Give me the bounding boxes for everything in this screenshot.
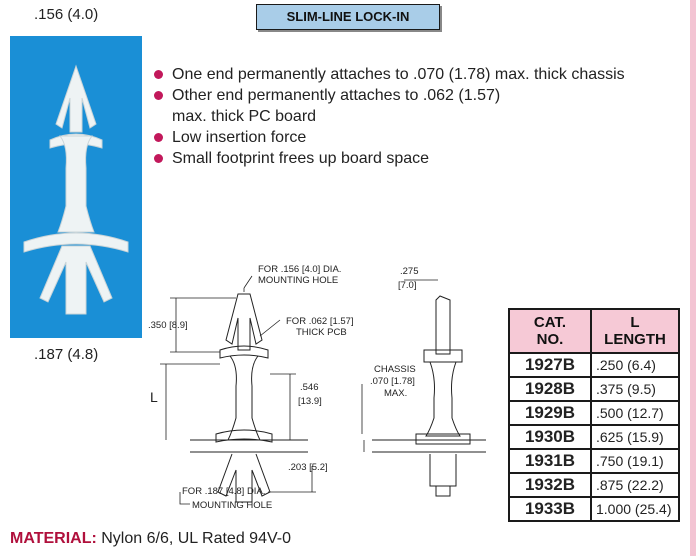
dim-275-label-b: [7.0] bbox=[398, 280, 417, 291]
cat-number-cell: 1933B bbox=[508, 496, 592, 522]
feature-list: One end permanently attaches to .070 (1.… bbox=[152, 64, 692, 169]
table-row: 1931B.750 (19.1) bbox=[508, 448, 680, 474]
top-hole-label-1: FOR .156 [4.0] DIA. bbox=[258, 264, 341, 275]
cat-number-cell: 1930B bbox=[508, 424, 592, 450]
feature-item: Small footprint frees up board space bbox=[152, 148, 692, 169]
dim-546-label-a: .546 bbox=[300, 382, 319, 393]
side-view-part bbox=[190, 293, 308, 503]
dim-546-label-b: [13.9] bbox=[298, 396, 322, 407]
feature-item: Other end permanently attaches to .062 (… bbox=[152, 85, 502, 127]
feature-item: Low insertion force bbox=[152, 127, 692, 148]
bullet-icon bbox=[154, 70, 163, 79]
dimension-lines bbox=[160, 275, 438, 505]
technical-drawing: FOR .156 [4.0] DIA. MOUNTING HOLE FOR .0… bbox=[148, 264, 486, 511]
feature-item: One end permanently attaches to .070 (1.… bbox=[152, 64, 692, 85]
bottom-diameter-label: .187 (4.8) bbox=[34, 346, 99, 363]
chassis-label-2: .070 [1.78] bbox=[370, 376, 415, 387]
chassis-label-1: CHASSIS bbox=[374, 364, 416, 375]
material-value: Nylon 6/6, UL Rated 94V-0 bbox=[96, 530, 291, 547]
dim-350-label: .350 [8.9] bbox=[148, 320, 188, 331]
product-photo-image bbox=[23, 64, 129, 315]
column-header-cat-no: CAT.NO. bbox=[508, 308, 592, 354]
length-cell: .875 (22.2) bbox=[590, 472, 680, 498]
table-row: 1927B.250 (6.4) bbox=[508, 352, 680, 378]
length-cell: .250 (6.4) bbox=[590, 352, 680, 378]
bullet-icon bbox=[154, 133, 163, 142]
dim-203-label: .203 [5.2] bbox=[288, 462, 328, 473]
table-row: 1929B.500 (12.7) bbox=[508, 400, 680, 426]
length-cell: .750 (19.1) bbox=[590, 448, 680, 474]
front-view-part bbox=[372, 295, 486, 497]
length-cell: 1.000 (25.4) bbox=[590, 496, 680, 522]
cat-number-cell: 1932B bbox=[508, 472, 592, 498]
length-cell: .375 (9.5) bbox=[590, 376, 680, 402]
bottom-hole-label-2: MOUNTING HOLE bbox=[192, 500, 272, 511]
length-cell: .500 (12.7) bbox=[590, 400, 680, 426]
bottom-hole-label-1: FOR .187 [4.8] DIA. bbox=[182, 486, 265, 497]
material-label: MATERIAL: bbox=[10, 530, 97, 547]
cat-number-cell: 1931B bbox=[508, 448, 592, 474]
table-row: 1932B.875 (22.2) bbox=[508, 472, 680, 498]
chassis-label-3: MAX. bbox=[384, 388, 407, 399]
top-hole-label-2: MOUNTING HOLE bbox=[258, 275, 338, 286]
cat-number-cell: 1929B bbox=[508, 400, 592, 426]
page-edge-strip bbox=[690, 0, 696, 556]
material-line: MATERIAL: Nylon 6/6, UL Rated 94V-0 bbox=[10, 530, 291, 548]
cat-number-cell: 1928B bbox=[508, 376, 592, 402]
product-photo bbox=[10, 36, 142, 338]
bullet-icon bbox=[154, 154, 163, 163]
length-cell: .625 (15.9) bbox=[590, 424, 680, 450]
dim-275-label-a: .275 bbox=[400, 266, 419, 277]
table-row: 1928B.375 (9.5) bbox=[508, 376, 680, 402]
bullet-icon bbox=[154, 91, 163, 100]
product-title: SLIM-LINE LOCK-IN bbox=[256, 4, 440, 30]
pcb-label-1: FOR .062 [1.57] bbox=[286, 316, 354, 327]
cat-number-cell: 1927B bbox=[508, 352, 592, 378]
top-diameter-label: .156 (4.0) bbox=[34, 6, 99, 23]
length-dimension-label: L bbox=[150, 389, 158, 405]
table-row: 1930B.625 (15.9) bbox=[508, 424, 680, 450]
pcb-label-2: THICK PCB bbox=[296, 327, 347, 338]
